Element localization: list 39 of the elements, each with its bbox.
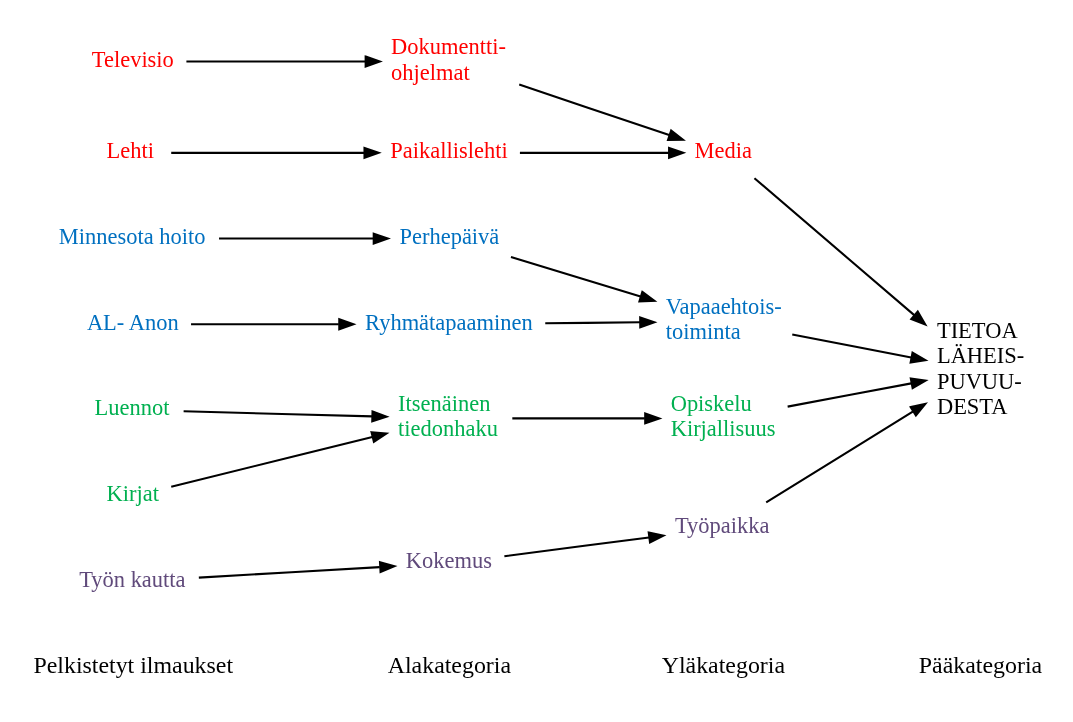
node-text: Lehti [106,137,154,163]
node-text: Ryhmätapaaminen [365,309,533,335]
arrow [504,530,667,557]
arrow [191,317,357,331]
node-text: AL- Anon [86,309,179,335]
arrow [183,409,390,423]
arrow [787,376,929,408]
arrow [170,430,390,488]
node-text: Televisio [91,46,174,72]
arrow [519,145,687,159]
node-text: Itsenäinen tiedonhaku [398,390,498,441]
arrow [518,83,686,141]
label: Pelkistetyt ilmaukset [33,651,234,678]
arrow [219,231,391,245]
arrow [186,54,383,68]
arrow [510,255,658,302]
node-text: Opiskelu Kirjallisuus [670,390,776,441]
node-text: Media [694,137,752,163]
arrow [171,145,382,159]
node-text: Paikallislehti [390,137,508,163]
node-text: Perhepäivä [399,223,500,249]
label: Pääkategoria [918,651,1043,678]
arrow [545,315,658,329]
arrow [512,411,663,425]
node-text: Kokemus [405,547,492,573]
node-text: TIETOA LÄHEIS- PUVUU- DESTA [936,317,1025,419]
node-text: Työpaikka [674,512,770,538]
node-text: Dokumentti- ohjelmat [391,33,506,85]
arrow [753,176,928,327]
node-text: Kirjat [106,480,159,506]
node-text: Työn kautta [79,566,186,592]
arrow [765,401,928,503]
arrow [198,560,398,579]
arrow [792,332,929,364]
label: Yläkategoria [661,651,786,678]
node-text: Vapaaehtois- toiminta [665,293,782,344]
node-text: Minnesota hoito [58,223,206,249]
node-text: Luennot [94,394,170,420]
label: Alakategoria [387,651,512,678]
